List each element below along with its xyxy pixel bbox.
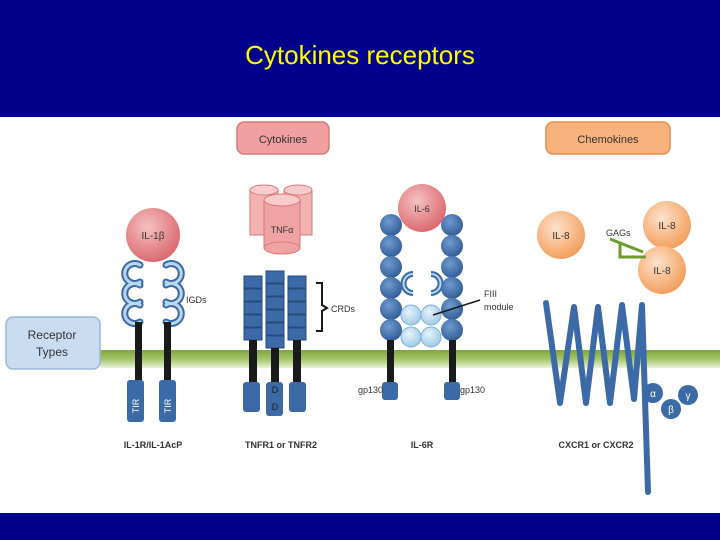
dd-top-label: D (272, 385, 279, 395)
chemokines-header-label: Chemokines (577, 134, 639, 146)
il8-right-top-ligand (643, 201, 691, 249)
tnfr-crd-stacks (243, 270, 307, 349)
il8-left-label: IL-8 (552, 231, 570, 242)
cxcr-seven-transmembrane (543, 300, 651, 495)
death-domain (266, 382, 283, 416)
fiii-pointer (432, 299, 481, 316)
g-protein-gamma (678, 385, 698, 405)
gp130-left-chain (380, 214, 402, 341)
gp130-right-chain (441, 214, 463, 341)
il1r-transmembrane (135, 322, 142, 382)
crds-label: CRDs (331, 304, 355, 314)
gamma-label: γ (686, 391, 691, 402)
il1acp-transmembrane (164, 322, 171, 382)
tnfa-trimer (249, 184, 313, 255)
gp130-left-label: gp130 (358, 385, 383, 395)
g-protein-beta (661, 399, 681, 419)
tnf-receptor-group: TNFα D D CRDs TNFR1 or TNFR2 (243, 184, 355, 450)
receptor-types-label: Receptor Types (5, 316, 101, 370)
receptor-label-line1: Receptor (28, 328, 77, 342)
fiii-label-line1: FIII (484, 289, 497, 299)
dd-bottom-label: D (272, 402, 279, 412)
cytokines-header-label: Cytokines (259, 134, 308, 146)
il8-right-bottom-label: IL-8 (653, 266, 671, 277)
il6-receptor-label: IL-6R (411, 440, 434, 450)
beta-label: β (668, 405, 674, 416)
bottom-bar (0, 513, 720, 540)
tir-left-domain (127, 380, 144, 422)
tir-left-label: TIR (131, 398, 141, 413)
il6-label: IL-6 (414, 204, 430, 214)
tir-right-label: TIR (163, 398, 173, 413)
g-protein-alpha (643, 383, 663, 403)
il8-right-bottom-ligand (638, 246, 686, 294)
il1b-ligand (126, 208, 180, 262)
fiii-module (400, 304, 442, 348)
il1b-label: IL-1β (142, 231, 165, 242)
il1-receptor-label: IL-1R/IL-1AcP (124, 440, 183, 450)
il8-right-top-label: IL-8 (658, 221, 676, 232)
il6-receptor-group: IL-6 FIII module gp130 (358, 184, 514, 450)
slide-title: Cytokines receptors (245, 40, 475, 70)
fiii-label-line2: module (484, 302, 514, 312)
il6-ligand (398, 184, 446, 232)
receptor-diagram: Receptor Types Cytokines Chemokines IL-1… (5, 117, 720, 513)
gags-label: GAGs (606, 228, 631, 238)
diagram-panel: Receptor Types Cytokines Chemokines IL-1… (0, 117, 720, 513)
gp130-right-label: gp130 (460, 385, 485, 395)
gags-chain (609, 237, 646, 259)
receptor-label-line2: Types (36, 345, 68, 359)
chemokines-header: Chemokines (545, 121, 671, 155)
cxcr-receptor-label: CXCR1 or CXCR2 (558, 440, 633, 450)
il6r-alpha-chain (400, 271, 444, 296)
chemokine-receptor-group: IL-8 IL-8 IL-8 GAGs α β γ CXCR1 or CXCR2 (537, 201, 698, 495)
alpha-label: α (650, 389, 656, 400)
cytokines-header: Cytokines (236, 121, 330, 155)
tir-right-domain (159, 380, 176, 422)
il1-receptor-group: IL-1β (121, 208, 207, 450)
il8-left-ligand (537, 211, 585, 259)
tnfa-label: TNFα (271, 225, 294, 235)
tnf-receptor-label: TNFR1 or TNFR2 (245, 440, 317, 450)
crds-bracket (316, 282, 329, 332)
igds-label: IGDs (186, 295, 207, 305)
